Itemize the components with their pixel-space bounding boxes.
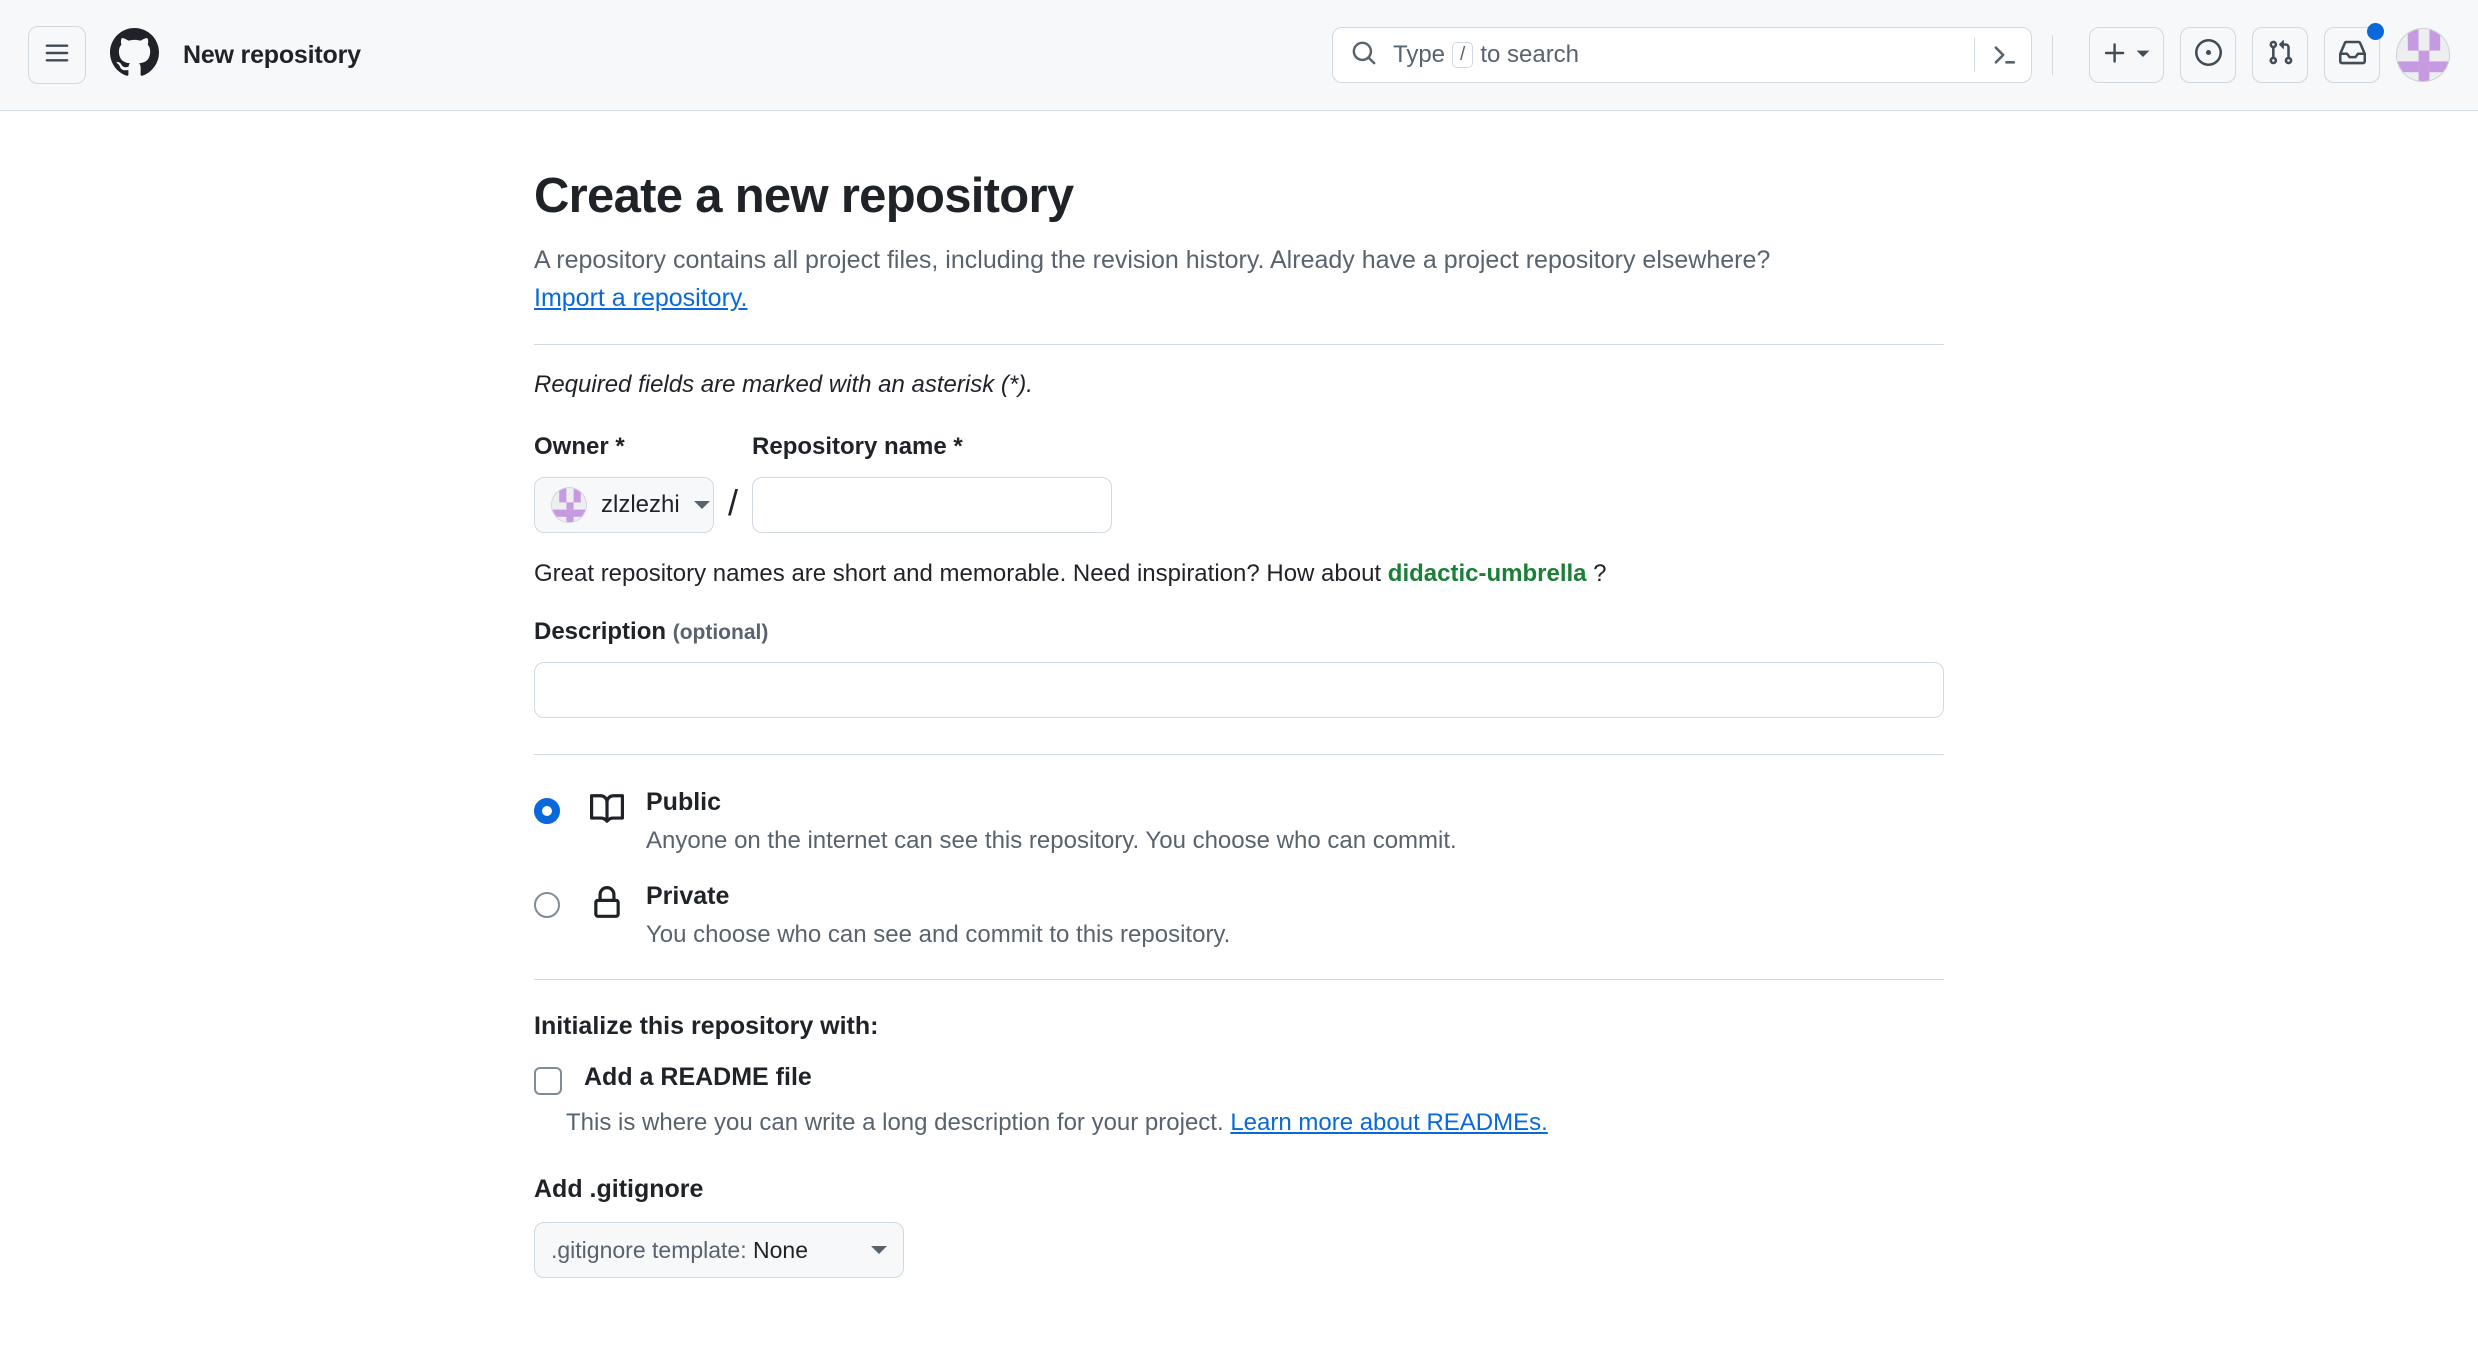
owner-label: Owner *: [534, 433, 625, 461]
page-subtitle: A repository contains all project files,…: [534, 241, 1844, 317]
global-header: New repository Type / to search: [0, 0, 2478, 111]
owner-and-name-row: Owner *: [534, 433, 1944, 534]
visibility-option-public[interactable]: Public Anyone on the internet can see th…: [534, 787, 1944, 855]
learn-more-readmes-link[interactable]: Learn more about READMEs.: [1230, 1109, 1548, 1137]
private-title: Private: [646, 882, 730, 911]
page-title: Create a new repository: [534, 169, 1074, 223]
visibility-options: Public Anyone on the internet can see th…: [534, 787, 1944, 949]
page-subtitle-text: A repository contains all project files,…: [534, 246, 1771, 275]
notifications-button[interactable]: [2324, 23, 2384, 83]
owner-dropdown[interactable]: zlzlezhi: [534, 477, 714, 534]
owner-avatar: [551, 487, 587, 524]
gitignore-selected-value: .gitignore template: None: [551, 1237, 808, 1264]
description-label: Description (optional): [534, 618, 1944, 646]
repo-book-icon: [590, 792, 625, 831]
repository-name-label: Repository name *: [752, 433, 963, 461]
repository-name-input[interactable]: [752, 477, 1113, 534]
gitignore-select-value: None: [753, 1236, 808, 1263]
hint-suffix: ?: [1593, 560, 1607, 588]
create-new-button[interactable]: [2089, 27, 2164, 83]
description-field: Description (optional): [534, 618, 1944, 719]
gitignore-template-dropdown[interactable]: .gitignore template: None: [534, 1222, 904, 1279]
github-home-link[interactable]: [110, 28, 159, 82]
issue-opened-icon: [2194, 39, 2222, 71]
add-readme-description-text: This is where you can write a long descr…: [566, 1109, 1224, 1137]
plus-icon: [2102, 40, 2128, 71]
private-description: You choose who can see and commit to thi…: [646, 921, 1231, 949]
divider-visibility: [534, 754, 1944, 756]
required-fields-note: Required fields are marked with an aster…: [534, 371, 1033, 399]
add-readme-description: This is where you can write a long descr…: [566, 1109, 1944, 1137]
inbox-icon: [2338, 39, 2366, 71]
import-repository-link[interactable]: Import a repository.: [534, 284, 748, 313]
header-actions: Type / to search: [1332, 23, 2450, 83]
private-option-text: Private You choose who can see and commi…: [646, 881, 1230, 949]
description-optional-tag: (optional): [672, 621, 769, 645]
hint-prefix: Great repository names are short and mem…: [534, 560, 1382, 588]
repository-name-field: Repository name *: [752, 433, 1113, 534]
description-input[interactable]: [534, 662, 1944, 719]
public-option-text: Public Anyone on the internet can see th…: [646, 787, 1457, 855]
git-pull-request-icon: [2267, 39, 2294, 71]
github-mark-icon: [110, 28, 159, 82]
owner-selected-value: zlzlezhi: [601, 491, 680, 519]
chevron-down-icon: [871, 1246, 887, 1255]
search-placeholder-suffix: to search: [1480, 41, 1580, 68]
divider-initialize: [534, 979, 1944, 981]
owner-field: Owner *: [534, 433, 714, 534]
suggested-repository-name[interactable]: didactic-umbrella: [1387, 560, 1587, 588]
add-readme-label: Add a README file: [584, 1063, 812, 1092]
terminal-prompt-icon[interactable]: [1974, 38, 2017, 72]
add-readme-checkbox[interactable]: [534, 1067, 562, 1096]
search-placeholder: Type / to search: [1393, 41, 1579, 69]
initialize-section-title: Initialize this repository with:: [534, 1012, 879, 1041]
user-avatar-button[interactable]: [2396, 28, 2450, 82]
header-divider: [2052, 35, 2053, 75]
user-avatar-identicon: [2397, 29, 2449, 81]
public-radio[interactable]: [534, 798, 560, 825]
visibility-option-private[interactable]: Private You choose who can see and commi…: [534, 881, 1944, 949]
public-description: Anyone on the internet can see this repo…: [646, 827, 1457, 855]
gitignore-select-prefix: .gitignore template:: [551, 1236, 747, 1263]
notification-unread-indicator: [2367, 23, 2384, 40]
hamburger-menu-button[interactable]: [28, 26, 86, 84]
header-page-title: New repository: [183, 40, 361, 69]
public-title: Public: [646, 788, 722, 817]
main-content: Create a new repository A repository con…: [0, 111, 2478, 1279]
search-input[interactable]: Type / to search: [1332, 27, 2032, 83]
lock-icon: [590, 886, 624, 925]
search-placeholder-prefix: Type: [1393, 41, 1446, 68]
chevron-down-icon: [2135, 45, 2151, 66]
new-repository-form: Create a new repository A repository con…: [534, 168, 1944, 1279]
search-icon: [1351, 40, 1377, 71]
chevron-down-icon: [693, 501, 710, 510]
issues-button[interactable]: [2180, 27, 2236, 83]
divider-top: [534, 344, 1944, 346]
hamburger-menu-icon: [44, 40, 70, 71]
add-readme-row[interactable]: Add a README file: [534, 1063, 1944, 1096]
description-label-text: Description: [534, 618, 667, 646]
gitignore-label: Add .gitignore: [534, 1175, 704, 1204]
gitignore-section: Add .gitignore .gitignore template: None: [534, 1175, 1944, 1279]
pull-requests-button[interactable]: [2252, 27, 2308, 83]
repository-name-hint: Great repository names are short and mem…: [534, 560, 1944, 588]
owner-name-separator: /: [728, 482, 739, 524]
search-slash-key: /: [1452, 42, 1474, 68]
private-radio[interactable]: [534, 892, 560, 919]
